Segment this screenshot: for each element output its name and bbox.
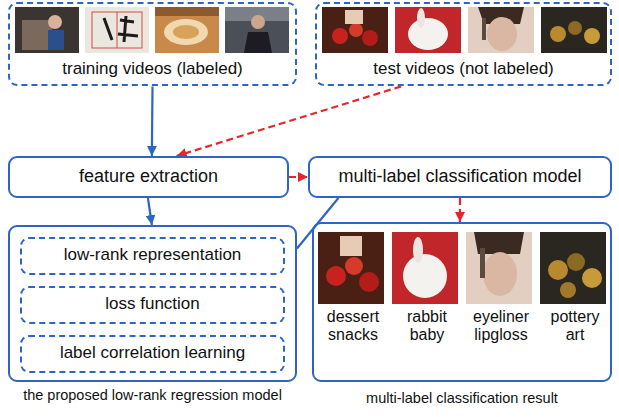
class-label: rabbit baby xyxy=(407,308,447,343)
node-label: low-rank representation xyxy=(64,245,242,265)
thumbnail-shape xyxy=(345,257,363,275)
component-box: low-rank representation xyxy=(20,237,285,275)
thumbnail-shape xyxy=(568,21,582,35)
thumbnail-shape xyxy=(173,25,199,39)
node-label: multi-label classification model xyxy=(338,166,581,188)
video-thumbnail xyxy=(225,7,289,53)
thumbnail-shape xyxy=(22,20,52,50)
class-label: pottery art xyxy=(551,308,600,343)
thumbnail-shape xyxy=(15,7,79,53)
model-box: the proposed low-rank regression modello… xyxy=(8,225,297,382)
thumbnail-shape xyxy=(326,266,346,286)
thumbnail-shape xyxy=(408,18,448,50)
thumbnail-shape xyxy=(413,237,423,263)
thumbnail-shape xyxy=(251,15,265,29)
process-box: feature extraction xyxy=(8,156,289,198)
thumbnail-shape xyxy=(567,253,585,271)
node-label: test videos (not labeled) xyxy=(373,59,554,79)
thumbnail-shape xyxy=(362,30,378,46)
thumbnail-shape xyxy=(392,232,458,304)
thumbnail-shape xyxy=(482,18,486,40)
thumbnail-shape xyxy=(560,282,576,298)
thumbnail-shape xyxy=(417,8,425,28)
thumbnail-shape xyxy=(550,26,566,42)
component-box: loss function xyxy=(20,286,285,324)
thumbnail-shape xyxy=(487,17,517,51)
thumbnail-shape xyxy=(340,236,362,256)
process-box: multi-label classification model xyxy=(308,156,612,198)
connector xyxy=(177,86,402,156)
node-label: training videos (labeled) xyxy=(62,59,243,79)
video-group-box: training videos (labeled) xyxy=(8,2,297,86)
video-thumbnail xyxy=(468,7,534,53)
thumbnail-shape xyxy=(541,7,607,53)
connector xyxy=(151,86,154,156)
thumbnail-shape xyxy=(540,232,606,304)
thumbnail-shape xyxy=(582,268,602,288)
video-thumbnail xyxy=(541,7,607,53)
thumbnail-shape xyxy=(403,254,447,298)
node-label: feature extraction xyxy=(79,166,218,188)
thumbnail-shape xyxy=(117,12,118,48)
result-thumbnail xyxy=(466,232,532,304)
thumbnail-shape xyxy=(155,7,219,53)
connector xyxy=(148,198,152,225)
thumbnail-shape xyxy=(104,16,138,42)
result-thumbnail xyxy=(318,232,384,304)
node-label: label correlation learning xyxy=(60,343,245,363)
connector xyxy=(459,198,461,222)
thumbnail-shape xyxy=(349,23,363,37)
caption-label: multi-label classification result xyxy=(366,390,558,407)
thumbnail-shape xyxy=(244,32,272,53)
result-box: dessert snacks rabbit baby eyeliner lipglo… xyxy=(312,222,612,382)
video-thumbnail xyxy=(155,7,219,53)
video-thumbnail xyxy=(322,7,388,53)
video-thumbnail xyxy=(395,7,461,53)
thumbnail-shape xyxy=(225,7,289,53)
video-group-box: test videos (not labeled) xyxy=(315,2,612,86)
video-thumbnail xyxy=(85,7,149,53)
thumbnail-shape xyxy=(48,15,62,29)
thumbnail-shape xyxy=(85,7,149,53)
component-box: label correlation learning xyxy=(20,335,285,373)
video-thumbnail xyxy=(15,7,79,53)
node-label: loss function xyxy=(105,294,200,314)
thumbnail-shape xyxy=(92,12,142,48)
class-label: eyeliner lipgloss xyxy=(473,308,529,343)
thumbnail-shape xyxy=(322,7,388,53)
thumbnail-shape xyxy=(480,248,485,278)
thumbnail-shape xyxy=(48,30,64,50)
class-label: dessert snacks xyxy=(327,308,379,343)
thumbnail-shape xyxy=(155,7,219,16)
thumbnail-shape xyxy=(584,28,600,44)
thumbnail-shape xyxy=(466,232,532,304)
thumbnail-shape xyxy=(318,232,384,304)
connector xyxy=(289,176,308,178)
result-thumbnail xyxy=(540,232,606,304)
thumbnail-shape xyxy=(345,10,363,24)
thumbnail-shape xyxy=(395,7,461,53)
thumbnail-shape xyxy=(164,19,208,45)
caption-label: the proposed low-rank regression model xyxy=(23,387,282,404)
result-thumbnail xyxy=(392,232,458,304)
thumbnail-shape xyxy=(359,272,379,292)
thumbnail-shape xyxy=(548,260,568,280)
thumbnail-shape xyxy=(468,7,534,53)
thumbnail-shape xyxy=(332,28,348,44)
thumbnail-shape xyxy=(483,252,517,296)
